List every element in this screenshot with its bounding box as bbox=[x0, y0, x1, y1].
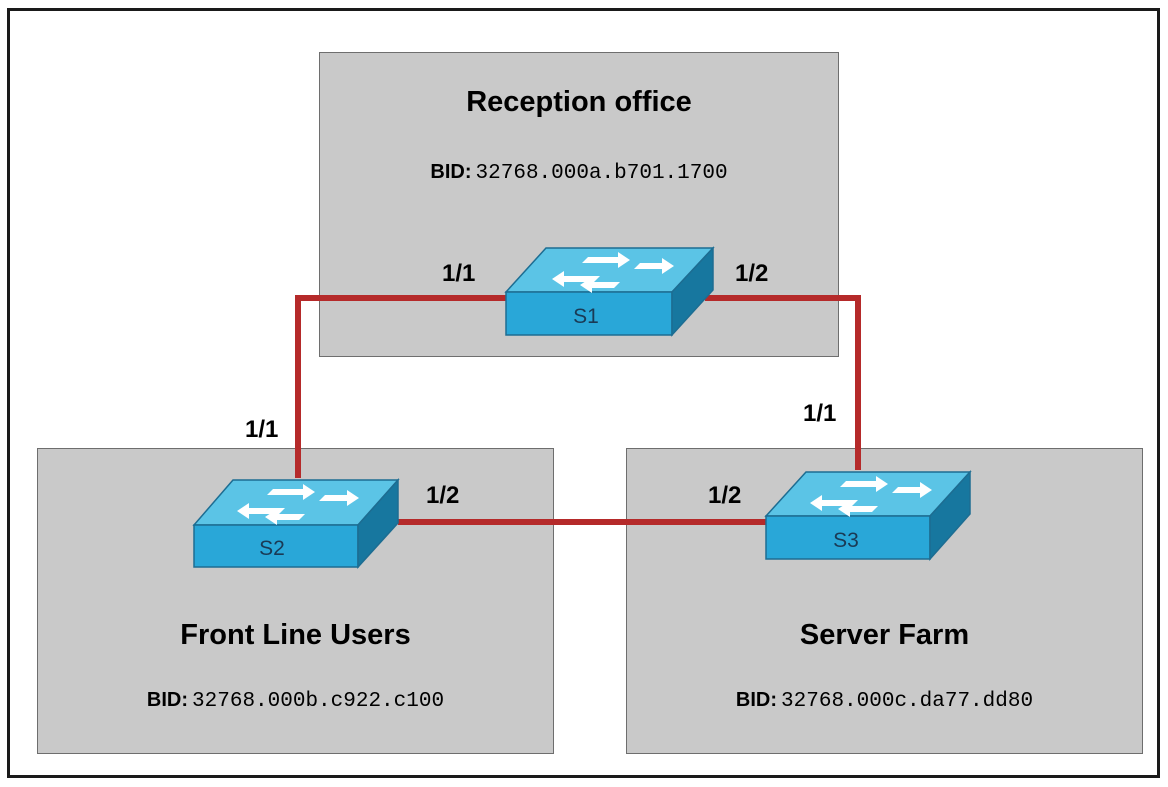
port-label-s2-right: 1/2 bbox=[426, 482, 460, 509]
port-label-s3-top: 1/1 bbox=[803, 400, 837, 427]
bid-label: BID: bbox=[735, 689, 778, 711]
switch-s3[interactable]: S3 bbox=[764, 470, 972, 561]
switch-s3-label: S3 bbox=[833, 529, 859, 552]
link-s1-s3 bbox=[705, 295, 861, 470]
site-title-frontline: Front Line Users bbox=[180, 619, 411, 651]
bid-label: BID: bbox=[430, 161, 472, 183]
switch-s2-label: S2 bbox=[259, 537, 285, 560]
bid-value-serverfarm: 32768.000c.da77.dd80 bbox=[781, 690, 1034, 713]
site-title-serverfarm: Server Farm bbox=[799, 619, 970, 651]
bid-label: BID: bbox=[146, 689, 189, 711]
port-label-s3-left: 1/2 bbox=[708, 482, 742, 509]
switch-s2[interactable]: S2 bbox=[192, 478, 400, 569]
switch-s1-label: S1 bbox=[573, 305, 599, 328]
network-switch-icon bbox=[504, 246, 715, 337]
bid-frontline: BID: 32768.000b.c922.c100 bbox=[38, 689, 553, 713]
switch-s1[interactable]: S1 bbox=[504, 246, 715, 337]
bid-value-frontline: 32768.000b.c922.c100 bbox=[192, 690, 445, 713]
site-title-reception: Reception office bbox=[466, 86, 692, 118]
bid-reception: BID: 32768.000a.b701.1700 bbox=[320, 161, 838, 185]
link-s1-s2 bbox=[295, 295, 508, 478]
port-label-s1-left: 1/1 bbox=[442, 260, 476, 287]
bid-value-reception: 32768.000a.b701.1700 bbox=[475, 162, 728, 185]
bid-serverfarm: BID: 32768.000c.da77.dd80 bbox=[627, 689, 1142, 713]
port-label-s1-right: 1/2 bbox=[735, 260, 769, 287]
port-label-s2-top: 1/1 bbox=[245, 416, 279, 443]
network-switch-icon bbox=[192, 478, 400, 569]
network-switch-icon bbox=[764, 470, 972, 561]
